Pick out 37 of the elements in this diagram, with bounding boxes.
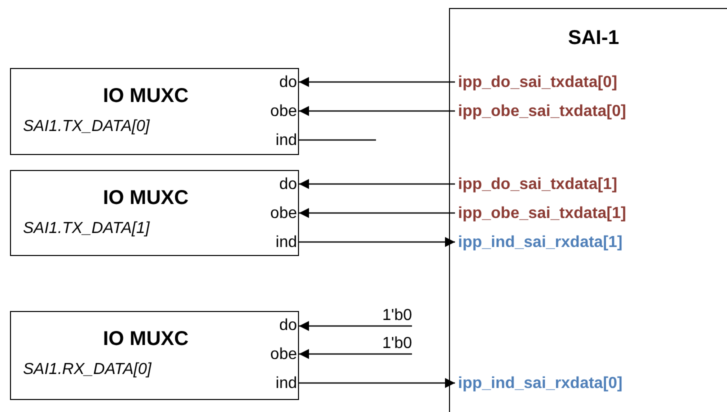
block-title: SAI-1 [568,27,620,50]
constant-value: 1'b0 [362,334,412,354]
port-label: obe [251,101,297,123]
arrow [299,378,455,388]
signal-label: ipp_do_sai_txdata[1] [458,174,618,196]
arrow [299,349,412,359]
signal-label: ipp_ind_sai_rxdata[1] [458,232,622,254]
signal-label: ipp_do_sai_txdata[0] [458,72,618,94]
signal-label: ipp_obe_sai_txdata[0] [458,101,626,123]
arrow [299,77,455,87]
constant-value: 1'b0 [362,306,412,326]
port-label: obe [251,203,297,225]
pin-name: SAI1.TX_DATA[0] [23,118,150,136]
pin-name: SAI1.RX_DATA[0] [23,361,152,379]
arrow [299,208,455,218]
pin-name: SAI1.TX_DATA[1] [23,220,150,238]
port-label: do [251,174,297,196]
signal-label: ipp_obe_sai_txdata[1] [458,203,626,225]
arrow [299,179,455,189]
mux-title: IO MUXC [103,187,189,210]
mux-title: IO MUXC [103,85,189,108]
port-label: do [251,315,297,337]
arrow [299,321,412,331]
port-label: ind [251,373,297,395]
port-label: do [251,72,297,94]
mux-box [10,170,299,256]
signal-line [299,139,376,141]
mux-box [10,68,299,155]
arrow [299,237,455,247]
signal-label: ipp_ind_sai_rxdata[0] [458,373,622,395]
mux-title: IO MUXC [103,328,189,351]
port-label: ind [251,232,297,254]
port-label: obe [251,344,297,366]
mux-box [10,311,299,400]
port-label: ind [251,130,297,152]
block-box [449,8,727,412]
arrow [299,106,455,116]
